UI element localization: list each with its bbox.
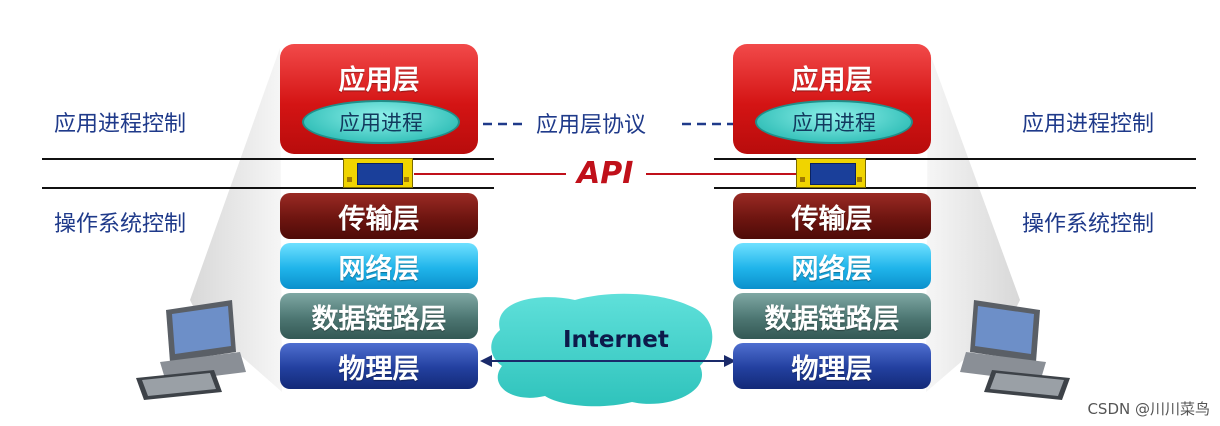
right-computer-icon xyxy=(960,300,1070,400)
left-api-socket-icon xyxy=(343,158,413,188)
right-application-process: 应用进程 xyxy=(755,100,913,144)
left-app-control-label: 应用进程控制 xyxy=(54,112,187,137)
interface-line-bottom-left xyxy=(42,187,494,189)
physical-link-arrow xyxy=(480,355,736,367)
interface-line-bottom-right xyxy=(714,187,1196,189)
internet-label: Internet xyxy=(563,327,669,353)
left-application-layer-label: 应用层 xyxy=(338,65,420,96)
left-application-process: 应用进程 xyxy=(302,100,460,144)
right-application-layer-label: 应用层 xyxy=(791,65,873,96)
left-transport-layer: 传输层 xyxy=(280,193,478,239)
right-api-socket-icon xyxy=(796,158,866,188)
internet-cloud xyxy=(491,293,713,407)
interface-line-top-left xyxy=(42,158,494,160)
protocol-label: 应用层协议 xyxy=(536,113,647,138)
right-os-control-label: 操作系统控制 xyxy=(1022,212,1155,237)
right-datalink-layer: 数据链路层 xyxy=(733,293,931,339)
left-datalink-layer: 数据链路层 xyxy=(280,293,478,339)
right-physical-layer: 物理层 xyxy=(733,343,931,389)
right-application-layer: 应用层 应用进程 xyxy=(733,44,931,154)
left-network-layer: 网络层 xyxy=(280,243,478,289)
left-os-control-label: 操作系统控制 xyxy=(54,212,187,237)
left-computer-icon xyxy=(136,300,246,400)
right-transport-layer: 传输层 xyxy=(733,193,931,239)
watermark: CSDN @川川菜鸟 xyxy=(1087,400,1210,418)
api-label: API xyxy=(577,156,634,191)
interface-line-top-right xyxy=(714,158,1196,160)
right-app-control-label: 应用进程控制 xyxy=(1022,112,1155,137)
left-physical-layer: 物理层 xyxy=(280,343,478,389)
left-application-layer: 应用层 应用进程 xyxy=(280,44,478,154)
right-network-layer: 网络层 xyxy=(733,243,931,289)
